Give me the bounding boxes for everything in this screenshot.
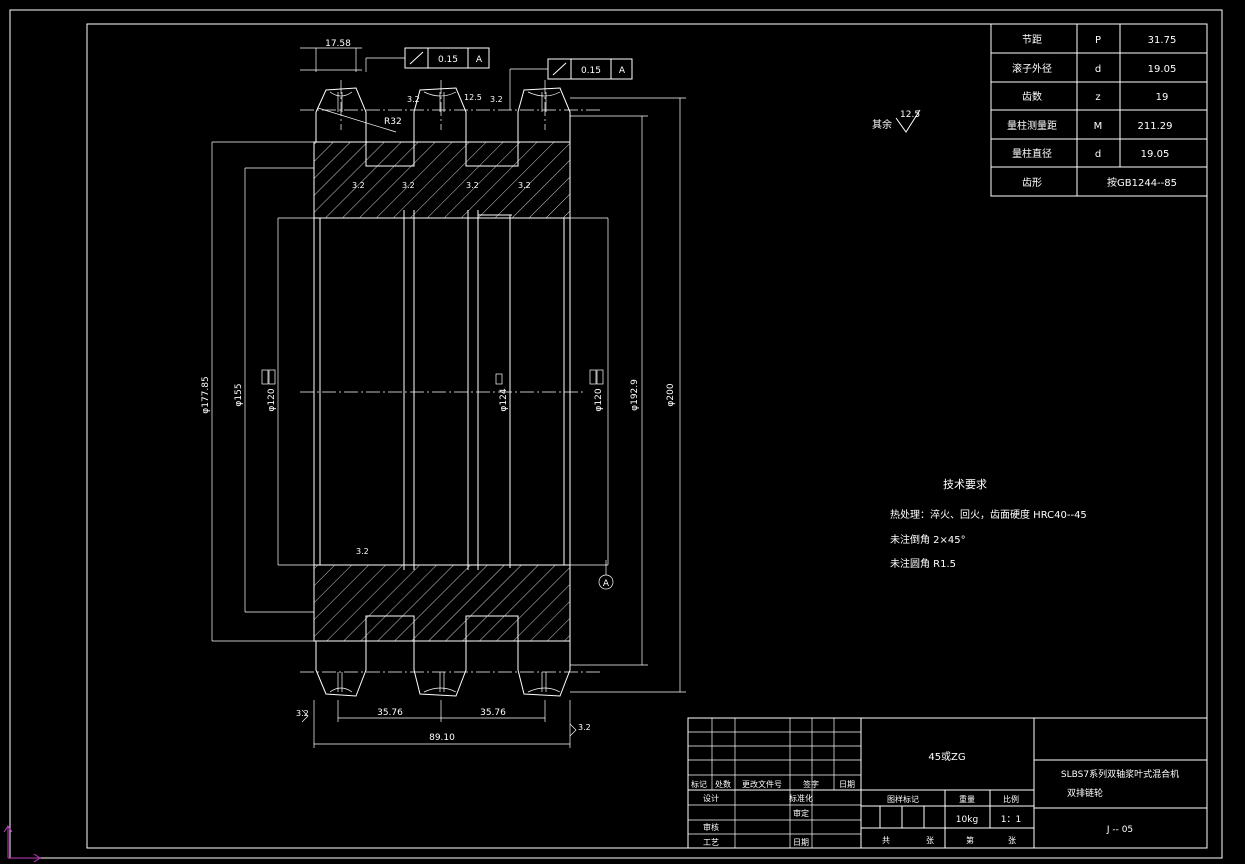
dim-d6: φ192.9 [630,379,640,411]
svg-text:R32: R32 [384,117,402,127]
svg-text:3.2: 3.2 [407,95,420,104]
tech-line-1: 热处理：淬火、回火，齿面硬度 HRC40--45 [890,508,1087,521]
dim-pitch-1: 35.76 [377,708,403,718]
svg-text:审核: 审核 [703,822,719,832]
param-value-3: 211.29 [1138,121,1173,132]
svg-text:3.2: 3.2 [518,181,531,190]
svg-text:工艺: 工艺 [703,838,719,847]
runout-icon [552,62,567,76]
svg-text:审定: 审定 [793,808,809,818]
svg-text:3.2: 3.2 [466,181,479,190]
svg-text:其余: 其余 [872,118,892,131]
material: 45或ZG [928,751,965,763]
title-block: 标记 处数 更改文件号 签字 日期 设计 标准化 审定 审核 工艺 日期 45或… [687,717,1208,849]
tolerance-frame-1: 0.15 A [365,47,490,72]
param-symbol-4: d [1095,149,1101,160]
svg-text:3.2: 3.2 [356,547,369,556]
param-name-4: 量柱直径 [1012,147,1052,160]
tech-line-2: 未注倒角 2×45° [890,533,966,546]
param-value-1: 19.05 [1148,64,1177,75]
params-table: 节距 P 31.75 滚子外径 d 19.05 齿数 z 19 量柱测量距 M … [990,23,1208,197]
param-symbol-1: d [1095,64,1101,75]
inner-frame [86,23,1208,849]
dim-d4: φ124 [499,388,509,411]
param-value-2: 19 [1156,92,1169,103]
param-value-0: 31.75 [1148,35,1177,46]
drawing-number: J -- 05 [1106,825,1133,835]
svg-text:0.15: 0.15 [438,55,458,65]
svg-text:3.2: 3.2 [296,709,309,718]
ucs-axis-icon [3,825,41,863]
param-value-4: 19.05 [1141,149,1170,160]
roughness-note: 其余 12.5 [872,109,921,133]
fit-symbol-icon [261,369,269,385]
param-name-2: 齿数 [1022,90,1042,103]
param-name-5: 齿形 [1022,177,1042,189]
svg-text:第: 第 [966,835,974,845]
scale: 1：1 [1001,815,1021,825]
tech-title: 技术要求 [943,478,987,491]
svg-text:设计: 设计 [703,793,719,803]
bottom-annotations: 35.76 35.76 89.10 3.2 3.2 A [296,560,614,748]
svg-text:A: A [476,55,483,65]
sprocket-section [278,80,608,697]
param-symbol-0: P [1095,35,1101,46]
svg-text:标记: 标记 [691,779,707,789]
dim-d3: φ120 [267,388,277,411]
svg-text:更改文件号: 更改文件号 [742,779,782,789]
svg-text:重量: 重量 [959,794,975,804]
roughness-symbol-icon [895,109,921,133]
dim-d2: φ155 [234,383,244,406]
outer-frame [9,9,1223,859]
weight: 10kg [956,815,978,825]
svg-text:3.2: 3.2 [402,181,415,190]
param-symbol-2: z [1095,92,1100,103]
svg-text:12.5: 12.5 [464,93,482,102]
svg-text:3.2: 3.2 [352,181,365,190]
svg-text:张: 张 [1008,836,1016,845]
svg-text:标准化: 标准化 [789,793,813,803]
param-symbol-3: M [1094,121,1103,132]
param-value-5: 按GB1244--85 [1107,176,1177,189]
svg-text:A: A [619,66,626,76]
dim-d1: φ177.85 [201,376,211,413]
diameter-dimensions: φ177.85 φ155 φ120 φ124 φ120 φ192.9 φ200 [201,97,686,693]
drawing-title-1: SLBS7系列双轴浆叶式混合机 [1061,768,1179,780]
tech-requirements: 技术要求 热处理：淬火、回火，齿面硬度 HRC40--45 未注倒角 2×45°… [890,478,1087,570]
svg-text:共: 共 [882,836,890,845]
svg-text:3.2: 3.2 [490,95,503,104]
svg-text:处数: 处数 [715,779,731,789]
svg-text:A: A [603,579,610,589]
svg-text:3.2: 3.2 [578,723,591,732]
dim-overall: 89.10 [429,733,455,743]
fit-symbol-icon [589,369,597,385]
tech-line-3: 未注圆角 R1.5 [890,557,956,570]
param-name-3: 量柱测量距 [1007,119,1057,132]
drawing-title-2: 双排链轮 [1067,787,1103,799]
param-name-0: 节距 [1022,34,1042,46]
dim-d7: φ200 [666,383,676,406]
param-name-1: 滚子外径 [1012,62,1052,75]
dim-top-width: 17.58 [325,39,351,49]
svg-text:签字: 签字 [803,779,819,789]
dim-pitch-2: 35.76 [480,708,506,718]
top-annotations: 17.58 0.15 A 0.15 A R32 3.2 12.5 3.2 3.2 [300,39,633,556]
svg-text:0.15: 0.15 [581,66,601,76]
svg-text:日期: 日期 [839,780,855,789]
dim-d5: φ120 [594,388,604,411]
runout-icon [409,51,424,65]
svg-text:张: 张 [926,836,934,845]
svg-text:12.5: 12.5 [900,110,920,120]
fit-symbol-icon [495,373,503,385]
svg-text:比例: 比例 [1003,794,1019,804]
svg-text:图样标记: 图样标记 [887,794,919,804]
svg-text:日期: 日期 [793,838,809,847]
tolerance-frame-2: 0.15 A [509,58,633,110]
